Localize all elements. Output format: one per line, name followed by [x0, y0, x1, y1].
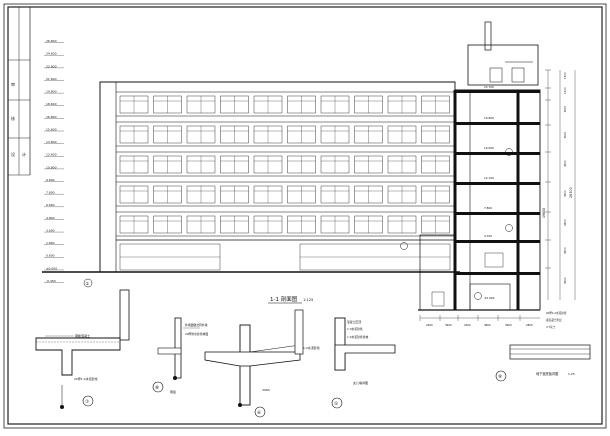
- level-label: 9.600: [46, 178, 55, 182]
- d5-note-2: 1:3水泥砂浆: [347, 327, 363, 331]
- section-right-dim: 1500: [563, 72, 567, 79]
- title-row-4: 计: [22, 151, 26, 157]
- d9-bubble: ⑨: [498, 374, 502, 380]
- level-label: 19.800: [46, 90, 57, 94]
- d6-bubble: ⑥: [257, 410, 261, 416]
- d9-note-2: 素混凝土垫层: [546, 318, 562, 322]
- elevation-view: 26.800 24.600 22.800 21.600 19.800 18.600 16.8…: [42, 39, 460, 288]
- section-floor-label: 12.100: [484, 176, 494, 180]
- detail-8: 外墙面做法同外墙 20厚防水砂浆抹面 雨篷 ⑧: [152, 317, 208, 394]
- section-floor-label: 7.800: [484, 206, 492, 210]
- level-label: 12.600: [46, 153, 57, 157]
- section-right-dim: 3600: [563, 106, 567, 113]
- title-row-3: 设: [11, 151, 15, 157]
- section-floor-label: 16.000: [484, 146, 494, 150]
- level-label: 3.600: [46, 228, 55, 232]
- level-label: 22.800: [46, 64, 57, 68]
- level-label: 26.800: [46, 39, 57, 43]
- section-floor-label: 19.800: [484, 116, 494, 120]
- level-label: 15.600: [46, 127, 57, 131]
- section-bottom-dim: 2400: [464, 323, 471, 327]
- section-bottom-dimensions: 2400 3900 2400 4800 3900 2800: [419, 315, 533, 327]
- level-label: 7.800: [46, 191, 55, 195]
- section-bottom-dim: 3900: [505, 323, 512, 327]
- detail-9: 20厚1:2水泥砂浆 素混凝土垫层 3:7灰土 地下室底板详图 1:25 ⑨: [495, 311, 591, 382]
- d5-bubble: ⑤: [334, 401, 338, 407]
- d8-note-1: 外墙面做法同外墙: [185, 323, 208, 327]
- flagpole-structure: [484, 21, 492, 51]
- section-floor-slabs: [453, 90, 540, 310]
- axis-bubble-1: [83, 278, 93, 288]
- sheet-border: [3, 3, 607, 429]
- section-title: 1-1 剖面图: [270, 295, 298, 303]
- d9-note-3: 3:7灰土: [546, 325, 556, 329]
- section-bottom-dim: 2400: [426, 323, 433, 327]
- machine-room: [467, 44, 539, 86]
- section-floor-label: 4.700: [484, 234, 492, 238]
- detail-6: 1:2水泥砂浆 3960 ⑥: [204, 309, 320, 418]
- d6-note-2: 3960: [262, 388, 270, 392]
- building-height-dim: 19800: [542, 208, 546, 218]
- elevation-floor-bands: [116, 91, 455, 237]
- d5-note-1: 混凝土压顶: [347, 320, 361, 324]
- elevation-level-labels: 26.800 24.600 22.800 21.600 19.800 18.600 16.8…: [44, 39, 64, 283]
- section-bottom-dim: 3900: [445, 323, 452, 327]
- ground-floor: [116, 239, 455, 271]
- section-right-dim: 3600: [563, 190, 567, 197]
- section-right-dim: 3600: [563, 132, 567, 139]
- inner-border: [7, 6, 603, 425]
- section-right-dim: 1200: [563, 87, 567, 94]
- d9-label: 地下室底板详图: [536, 371, 558, 376]
- level-label: 13.800: [46, 140, 57, 144]
- level-label: 4.800: [46, 216, 55, 220]
- section-right-dim: 3600: [563, 219, 567, 226]
- section-view: 23.700 19.800 16.000 12.100 7.800 4.700 ±0.000…: [268, 21, 576, 327]
- detail-5: 混凝土压顶 1:3水泥砂浆 1:2水泥砂浆找坡 女儿墙详图 ⑤: [331, 317, 396, 409]
- section-bottom-dim: 4800: [484, 323, 491, 327]
- level-label: 24.600: [46, 52, 57, 56]
- level-label: 6.600: [46, 203, 55, 207]
- section-bottom-dim: 2800: [526, 323, 533, 327]
- title-row-2: 核: [11, 115, 15, 121]
- level-label: 18.600: [46, 102, 57, 106]
- d8-bubble: ⑧: [155, 385, 159, 391]
- d7-note-2: 20厚1:2水泥砂浆: [74, 376, 98, 381]
- level-label: 21.600: [46, 77, 57, 81]
- d5-note-3: 1:2水泥砂浆找坡: [347, 335, 368, 339]
- elevation-windows: [119, 95, 450, 234]
- level-label: -0.450: [46, 279, 56, 283]
- d6-note-1: 1:2水泥砂浆: [303, 345, 320, 350]
- level-label: ±0.000: [46, 266, 57, 270]
- level-label: 1.800: [46, 241, 55, 245]
- level-label: 10.800: [46, 165, 57, 169]
- axis-bubble-1-label: ①: [86, 281, 90, 286]
- level-label: 0.600: [46, 254, 55, 258]
- section-right-dim: 4500: [563, 277, 567, 284]
- title-row-1: 审: [11, 81, 15, 87]
- d7-note-1: 钢筋混凝土: [75, 333, 90, 338]
- detail-7: 钢筋混凝土 20厚1:2水泥砂浆 ⑦: [35, 289, 130, 409]
- d8-note-3: 雨篷: [170, 389, 176, 394]
- section-right-dimensions: 1500 1200 3600 3600 3600 3600 3600 3600 4500: [545, 69, 567, 284]
- section-right-dim: 3600: [563, 247, 567, 254]
- level-label: 16.800: [46, 115, 57, 119]
- section-floor-label: 23.700: [484, 85, 494, 89]
- d8-note-2: 20厚防水砂浆抹面: [185, 332, 208, 336]
- section-scale: 1:125: [303, 298, 313, 302]
- total-height-dim: 26300: [569, 187, 573, 198]
- d9-note-1: 20厚1:2水泥砂浆: [546, 311, 567, 315]
- title-strip: 审 核 设 计: [8, 7, 31, 176]
- section-right-dim: 3600: [563, 160, 567, 167]
- section-floor-labels: 23.700 19.800 16.000 12.100 7.800 4.700 ±0.000: [484, 85, 495, 300]
- stair-tower-left: [99, 81, 117, 273]
- d5-label: 女儿墙详图: [353, 380, 368, 385]
- section-floor-label: ±0.000: [484, 296, 495, 300]
- d7-bubble: ⑦: [85, 399, 89, 405]
- d9-scale: 1:25: [568, 372, 575, 376]
